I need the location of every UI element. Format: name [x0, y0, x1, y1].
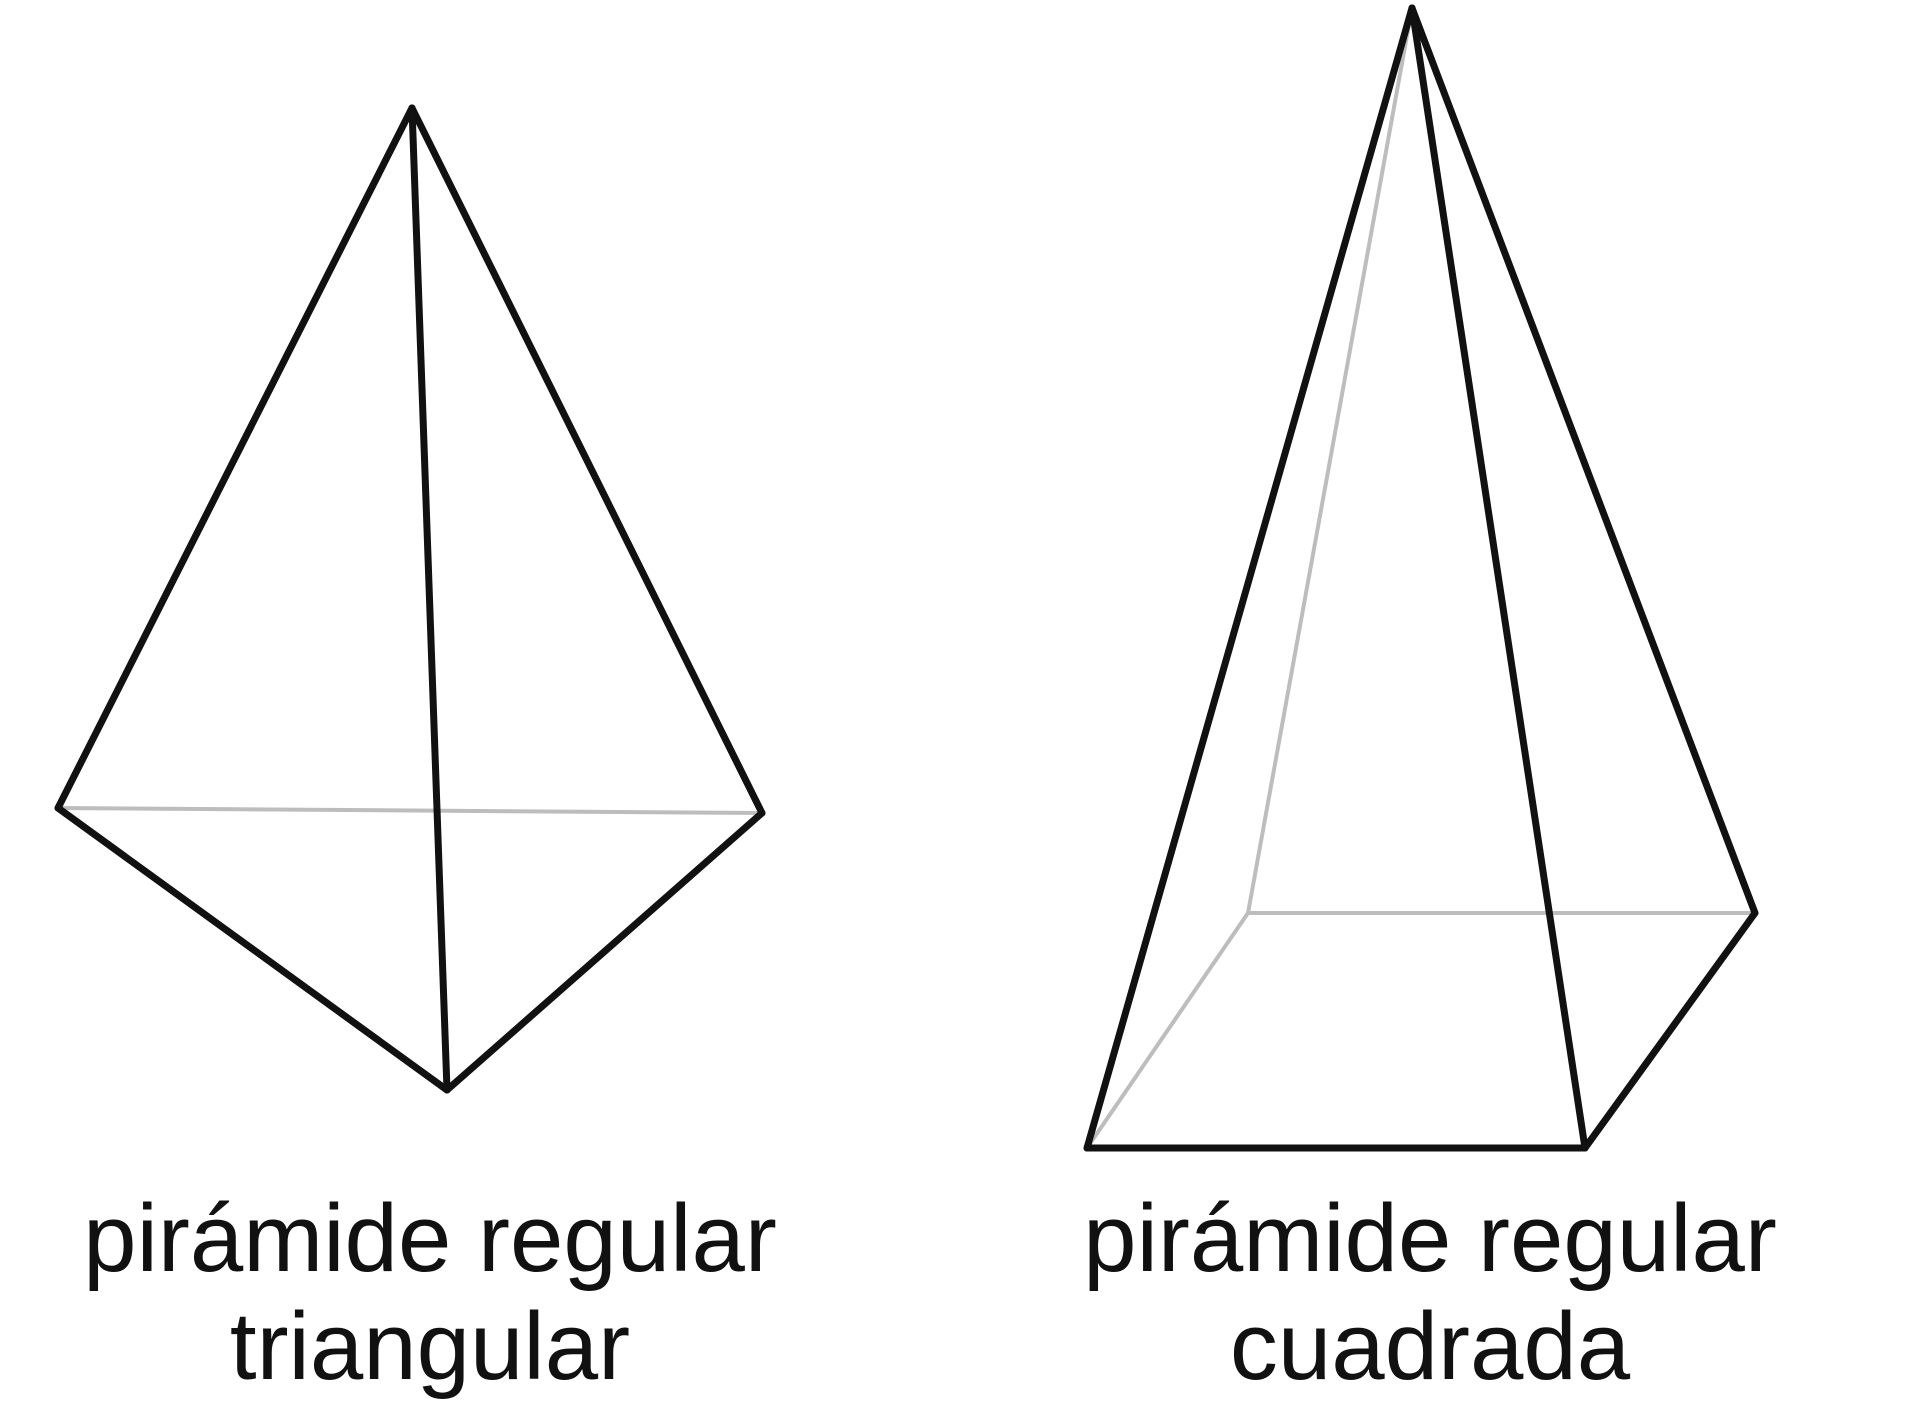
sq-right-lateral-edge — [1408, 4, 1759, 917]
caption-line: pirámide regular — [83, 1185, 777, 1292]
square-pyramid-caption: pirámide regular cuadrada — [1000, 1185, 1860, 1401]
sq-front-lateral-edge — [1408, 4, 1589, 1152]
sq-right-base-edge — [1581, 909, 1759, 1152]
caption-line: cuadrada — [1229, 1293, 1631, 1400]
sq-hidden-left-base-edge — [1085, 911, 1250, 1150]
caption-line: triangular — [229, 1293, 631, 1400]
tri-left-lateral-edge — [54, 104, 416, 812]
caption-line: pirámide regular — [1083, 1185, 1777, 1292]
square-pyramid — [1083, 4, 1759, 1152]
triangular-pyramid — [54, 104, 766, 1094]
sq-left-lateral-edge — [1083, 4, 1416, 1152]
tri-front-lateral-edge — [408, 104, 451, 1094]
tri-front-left-base-edge — [54, 804, 451, 1094]
sq-hidden-back-lateral-edge — [1246, 6, 1414, 915]
tri-hidden-base-edge — [56, 806, 764, 815]
tri-front-right-base-edge — [443, 809, 766, 1094]
triangular-pyramid-caption: pirámide regular triangular — [0, 1185, 860, 1401]
tri-right-lateral-edge — [408, 104, 766, 817]
